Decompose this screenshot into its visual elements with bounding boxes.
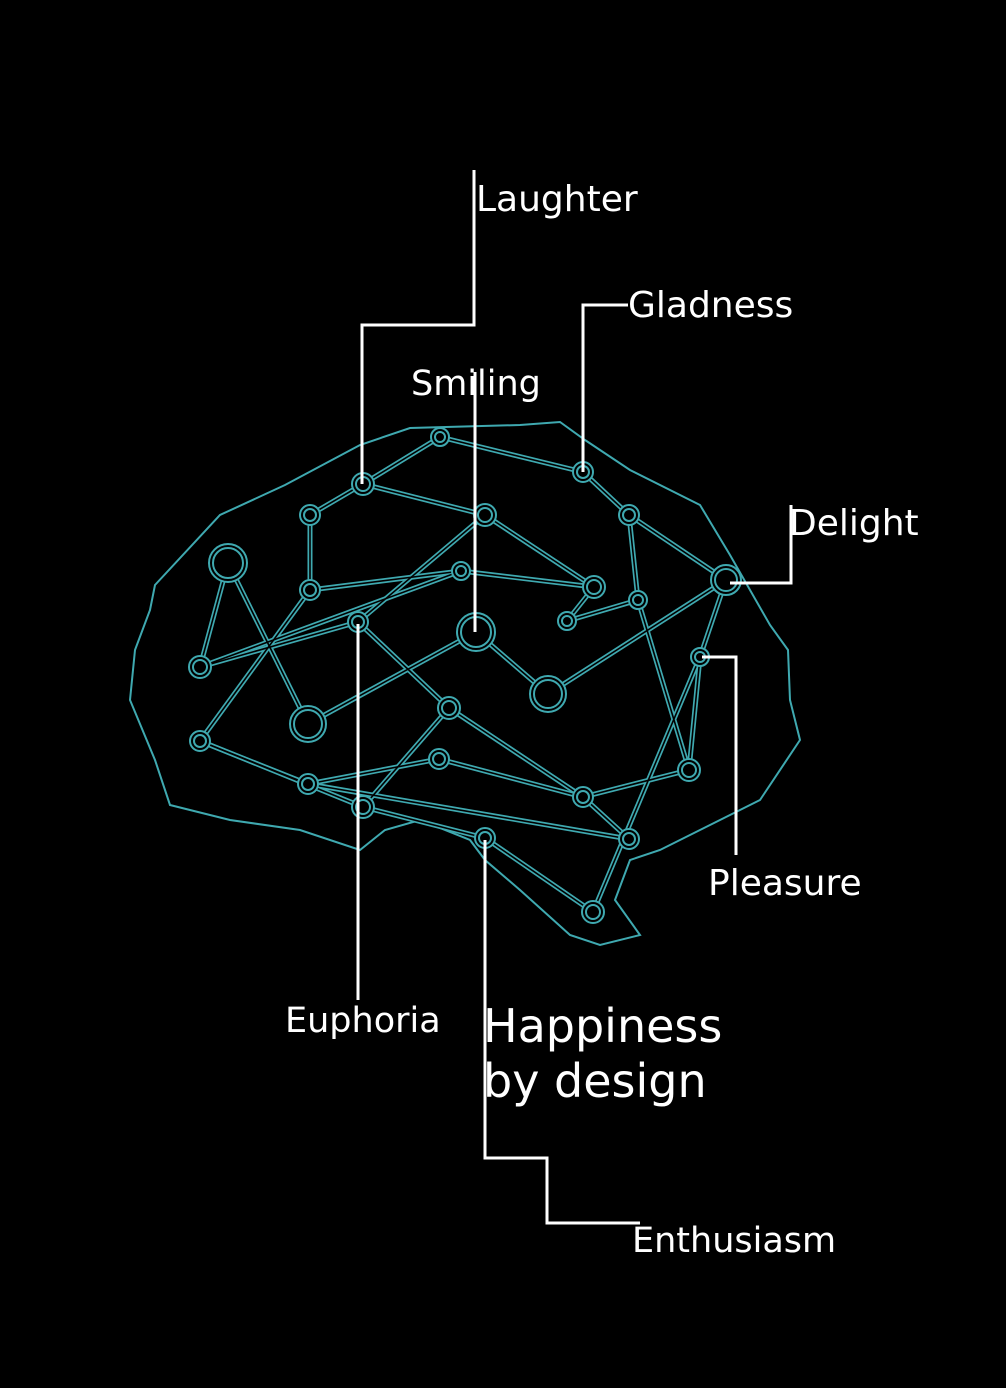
network-edge xyxy=(628,514,727,581)
network-node-ring xyxy=(212,547,244,579)
network-node-ring xyxy=(576,790,590,804)
label-delight: Delight xyxy=(789,503,919,544)
network-node-ring xyxy=(455,565,467,577)
network-node-ring xyxy=(432,752,446,766)
network-edge xyxy=(362,436,441,485)
network-node xyxy=(451,561,471,581)
network-node-ring xyxy=(477,507,493,523)
network-node-ring xyxy=(561,615,573,627)
network-node-ring xyxy=(681,762,697,778)
network-node xyxy=(628,590,648,610)
network-edge xyxy=(547,579,727,695)
laughter-leader xyxy=(360,170,476,484)
network-node-ring xyxy=(293,709,323,739)
label-euphoria: Euphoria xyxy=(285,1001,441,1041)
leader-lines xyxy=(356,170,793,1225)
network-edge xyxy=(357,514,486,623)
network-node-ring xyxy=(533,679,563,709)
network-edge xyxy=(484,837,594,913)
network-node-ring xyxy=(586,579,602,595)
network-node-ring xyxy=(303,508,317,522)
network-edge xyxy=(582,769,690,798)
network-edge xyxy=(307,758,440,785)
network-node-ring xyxy=(714,568,738,592)
network-edge xyxy=(357,621,450,709)
network-edge xyxy=(309,570,462,591)
label-gladness: Gladness xyxy=(628,285,793,326)
network-edge xyxy=(199,589,311,742)
network-node-ring xyxy=(303,583,317,597)
network-edge xyxy=(307,631,477,725)
network-edge xyxy=(362,707,450,808)
network-edge xyxy=(439,436,584,473)
network-node-ring xyxy=(301,777,315,791)
network-node xyxy=(618,504,640,526)
network-edge xyxy=(199,740,364,808)
network-edges xyxy=(197,434,729,915)
network-edge xyxy=(637,599,690,771)
label-smiling: Smiling xyxy=(411,364,541,404)
network-node xyxy=(428,748,450,770)
network-node xyxy=(557,611,577,631)
network-edge xyxy=(566,599,639,622)
network-edge xyxy=(362,483,486,516)
label-enthusiasm: Enthusiasm xyxy=(632,1221,836,1261)
enthusiasm-leader xyxy=(483,840,640,1225)
network-node-ring xyxy=(434,431,446,443)
delight-leader xyxy=(730,505,793,585)
network-node-ring xyxy=(622,832,636,846)
network-edge xyxy=(362,806,486,839)
network-edge xyxy=(199,621,359,668)
network-edge xyxy=(227,562,309,725)
network-node xyxy=(208,543,248,583)
network-edge xyxy=(448,707,584,798)
network-node-ring xyxy=(441,700,457,716)
network-node xyxy=(572,786,594,808)
network-node xyxy=(189,730,211,752)
network-node xyxy=(297,773,319,795)
network-node xyxy=(299,504,321,526)
network-edge xyxy=(688,656,701,771)
label-pleasure: Pleasure xyxy=(708,863,862,904)
network-node-ring xyxy=(622,508,636,522)
network-edge xyxy=(484,514,595,588)
network-edge xyxy=(592,656,701,913)
label-laughter: Laughter xyxy=(476,179,638,220)
title-line1: Happiness xyxy=(483,999,722,1053)
network-node xyxy=(289,705,327,743)
brain-outline xyxy=(128,420,802,947)
network-node-ring xyxy=(355,799,371,815)
network-node-ring xyxy=(193,734,207,748)
network-edge xyxy=(460,570,595,588)
network-edge xyxy=(628,514,639,601)
gladness-leader xyxy=(581,303,628,472)
network-node-ring xyxy=(585,904,601,920)
network-edge xyxy=(307,783,630,840)
network-node xyxy=(299,579,321,601)
network-node xyxy=(529,675,567,713)
title-line2: by design xyxy=(483,1054,707,1108)
network-edge xyxy=(438,758,584,798)
network-node xyxy=(430,427,450,447)
network-edge xyxy=(199,570,462,668)
pleasure-leader xyxy=(702,655,738,855)
network-node-ring xyxy=(192,659,208,675)
network-node xyxy=(618,828,640,850)
network-node-ring xyxy=(632,594,644,606)
